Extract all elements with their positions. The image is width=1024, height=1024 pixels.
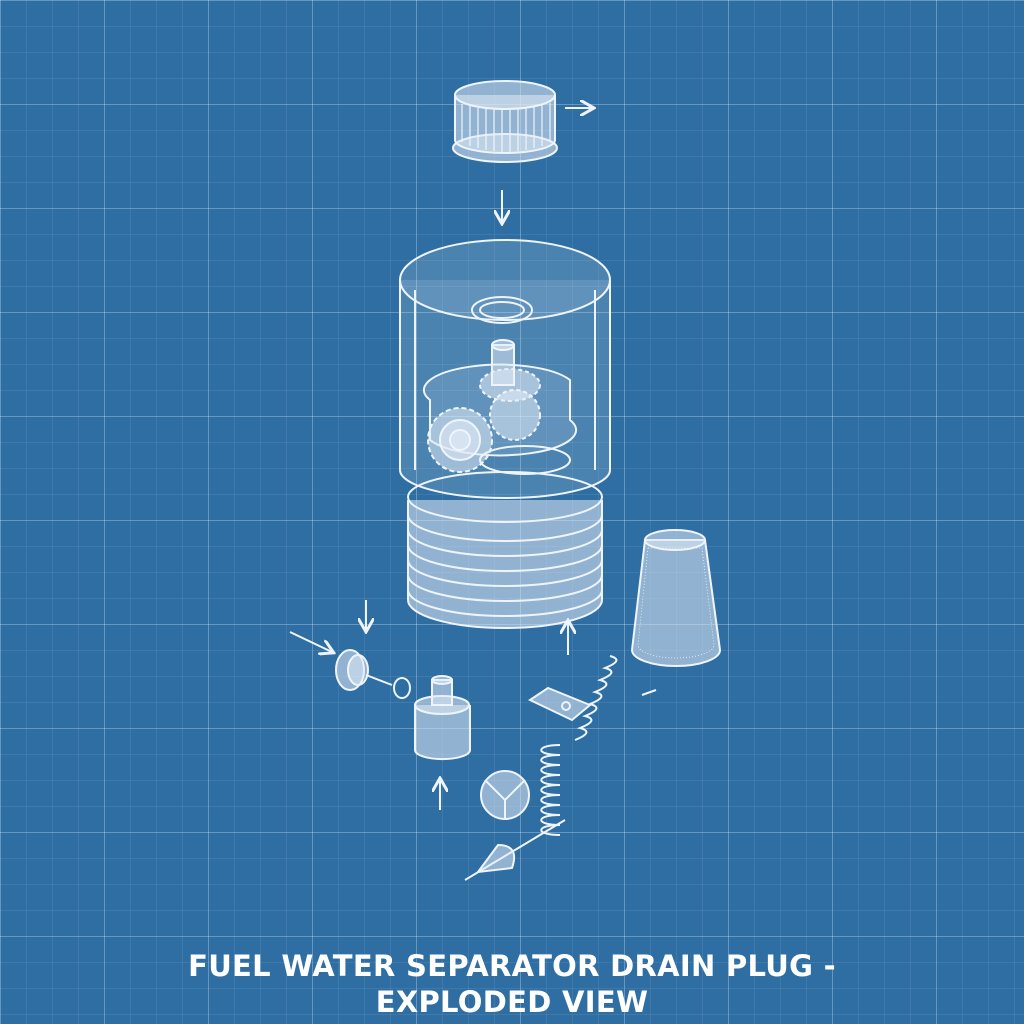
- arrows: [289, 108, 592, 810]
- needle-valve: [464, 819, 566, 881]
- valve-button: [335, 649, 411, 699]
- cylindrical-plug: [414, 675, 471, 761]
- knurled-cap: [452, 80, 558, 163]
- title-line-1: FUEL WATER SEPARATOR DRAIN PLUG -: [188, 949, 836, 983]
- threaded-base: [407, 471, 603, 629]
- spring: [540, 655, 657, 836]
- o-ring: [471, 296, 533, 324]
- bracket: [527, 686, 592, 722]
- small-o-ring: [393, 677, 411, 699]
- float-ball: [480, 770, 530, 820]
- diagram-title: FUEL WATER SEPARATOR DRAIN PLUG - EXPLOD…: [0, 948, 1024, 1020]
- title-line-2: EXPLODED VIEW: [375, 985, 649, 1019]
- gear-assembly: [422, 339, 578, 475]
- mesh-filter-cone: [630, 529, 722, 667]
